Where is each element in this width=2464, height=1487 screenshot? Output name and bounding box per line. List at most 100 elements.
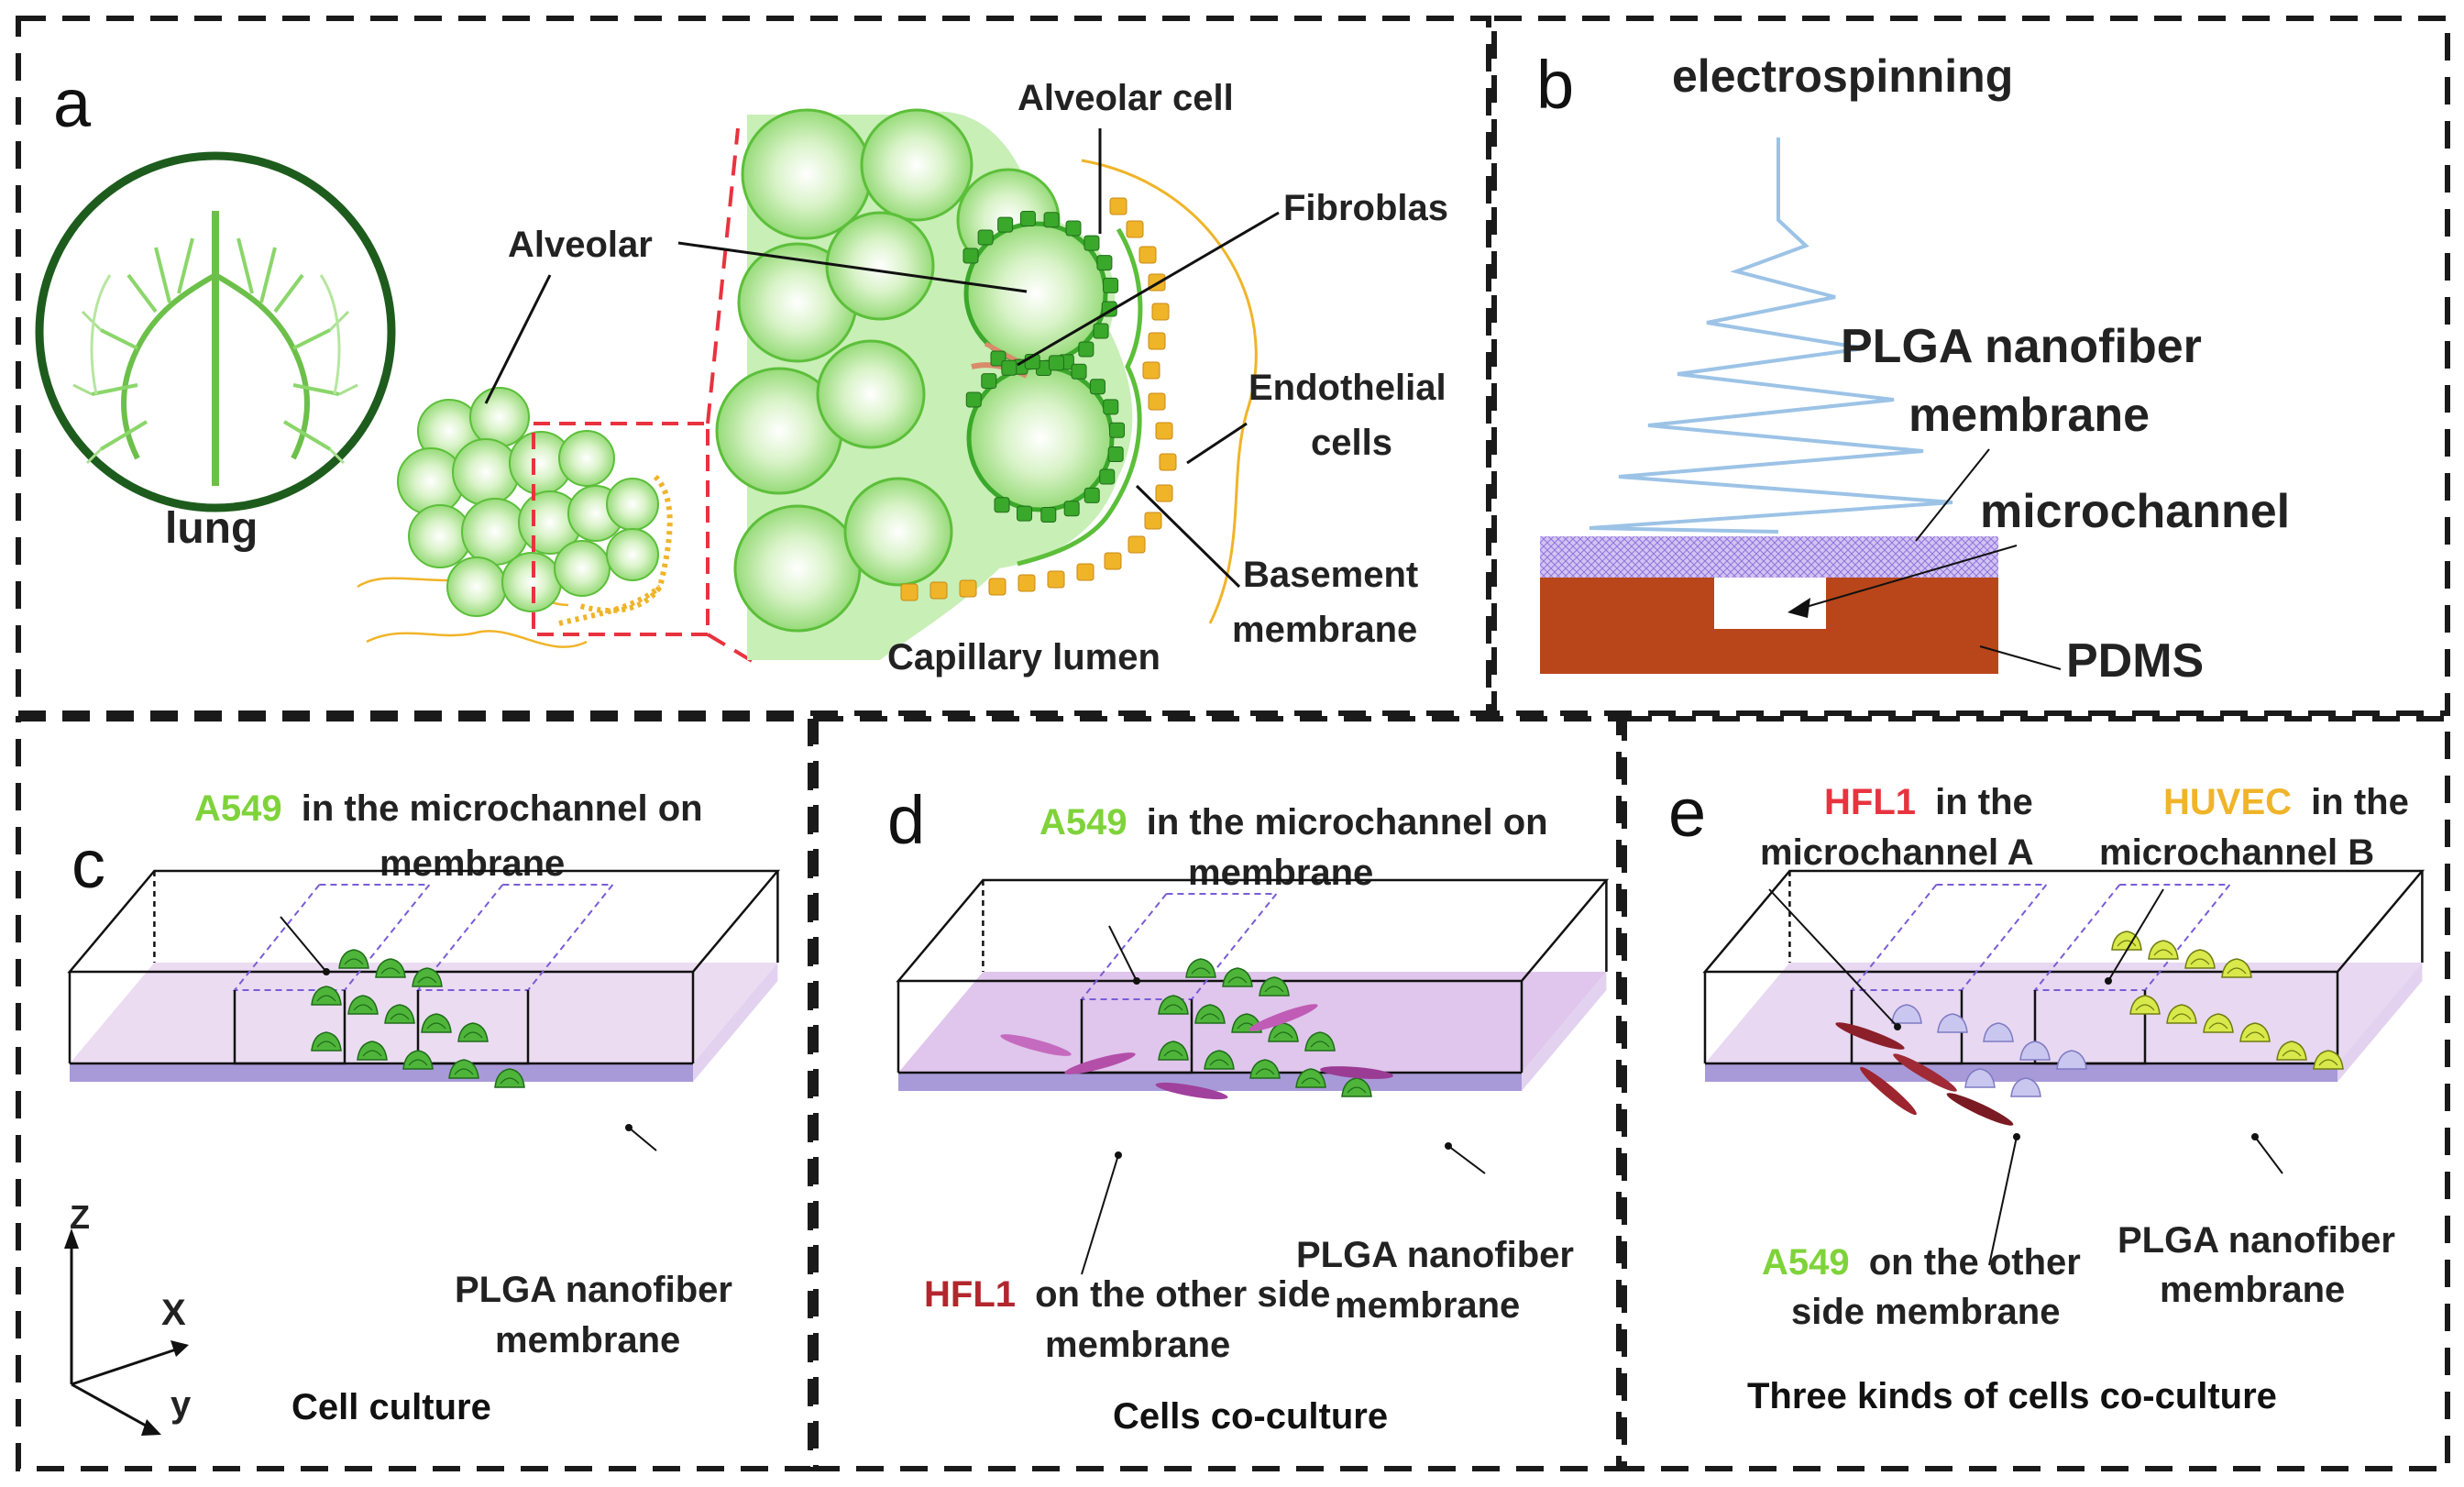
panel-e-letter: e xyxy=(1668,775,1706,851)
endothelial-cell-mark xyxy=(1155,484,1173,502)
device-c xyxy=(67,869,781,1151)
leader-line xyxy=(1447,1145,1486,1174)
lung-illustration xyxy=(35,151,396,512)
electrospinning-label: electrospinning xyxy=(1672,50,2013,102)
axis-x-label: X xyxy=(161,1293,186,1333)
alveolar-cell-mark xyxy=(1048,355,1064,371)
pdms-leader xyxy=(1979,645,2062,670)
hfl1-rest: in the xyxy=(1935,782,2033,822)
leader-line xyxy=(280,916,327,973)
leader-head xyxy=(2105,977,2112,985)
basement-label-2: membrane xyxy=(1232,610,1417,650)
microchannel-label: microchannel xyxy=(1980,485,2290,538)
membrane-top xyxy=(70,963,778,1063)
leader-head xyxy=(1445,1142,1452,1150)
leader-head xyxy=(1115,1151,1122,1159)
a549-rest: in the microchannel on xyxy=(302,788,703,829)
leader-head xyxy=(2251,1133,2259,1140)
leader-line xyxy=(1768,888,1898,1028)
zoom-line-top xyxy=(706,127,740,424)
panel-d-frame xyxy=(813,716,1622,1471)
panel-d-caption: Cells co-culture xyxy=(1113,1396,1388,1437)
panel-e-a549-line: A549 on the other xyxy=(1762,1242,2081,1283)
axis-z-label: Z xyxy=(70,1198,90,1236)
panel-e-huvec-line: HUVEC in the xyxy=(2163,782,2409,822)
alveolar-cell-mark xyxy=(1103,277,1119,293)
alveolar-cell-mark xyxy=(1019,210,1036,226)
endothelial-cell-mark xyxy=(900,583,918,601)
huvec-rest: in the xyxy=(2311,782,2409,822)
zoom-line-bottom xyxy=(706,633,755,664)
plga-label-2: membrane xyxy=(1908,389,2150,442)
device-outline xyxy=(896,878,1610,983)
a549-rest: in the microchannel on xyxy=(1147,802,1548,843)
endothelial-cell-row xyxy=(900,197,1177,601)
endothelial-cell-mark xyxy=(1109,197,1128,215)
fibroblast-mark xyxy=(1946,1093,2014,1126)
panel-c-plga-2: membrane xyxy=(495,1320,680,1360)
alveolar-cell-mark xyxy=(1084,235,1100,251)
leader-head xyxy=(625,1124,632,1131)
device-e xyxy=(1702,869,2426,1266)
fibroblast-mark xyxy=(1860,1066,1917,1116)
basement-line xyxy=(1081,159,1258,624)
leader-line xyxy=(1108,925,1138,982)
alveolar-cell-mark xyxy=(1109,422,1126,438)
endothelial-cell-mark xyxy=(1047,570,1065,589)
leader-head xyxy=(1894,1023,1901,1030)
panel-d-plga-1: PLGA nanofiber xyxy=(1296,1235,1574,1275)
panel-c-a549-line: A549 in the microchannel on xyxy=(194,788,703,829)
alveolar-cell-mark xyxy=(1107,446,1124,462)
alveolar-cell-mark xyxy=(1096,255,1113,271)
endothelial-cell-mark xyxy=(959,579,977,598)
leader-line xyxy=(2254,1136,2283,1174)
alveolar-label: Alveolar xyxy=(508,225,653,265)
panel-c-membrane-label: membrane xyxy=(380,843,565,884)
hfl1-label: HFL1 xyxy=(1824,782,1916,822)
endothelial-cell-mark xyxy=(1076,563,1094,581)
leader-head xyxy=(2013,1133,2020,1140)
panel-e-hfl1-2: microchannel A xyxy=(1760,832,2034,873)
membrane-side xyxy=(1522,972,1607,1091)
alveolar-cell-mark xyxy=(962,248,979,264)
membrane-side xyxy=(693,963,778,1082)
panel-c-frame xyxy=(16,716,813,1471)
endothelial-cell-mark xyxy=(988,578,1006,596)
panel-a-letter: a xyxy=(53,65,92,141)
alveolar-cell-mark xyxy=(1001,359,1018,376)
endothelial-cell-mark xyxy=(1155,422,1173,440)
alveolar-cell-mark xyxy=(1099,468,1116,485)
device-outline xyxy=(67,869,781,974)
endothelial-cell-mark xyxy=(1159,453,1177,471)
fibroblast-mark xyxy=(1248,1004,1318,1031)
alveolar-cell-mark xyxy=(965,391,982,408)
panel-b-frame xyxy=(1491,16,2450,716)
cell-mark xyxy=(338,949,369,969)
alveolar-cell-mark xyxy=(1071,363,1087,380)
alveolar-cell-mark xyxy=(1103,399,1119,415)
cell-mark xyxy=(2184,949,2216,969)
panel-e-hfl1-line: HFL1 in the xyxy=(1824,782,2033,822)
microchannel-leader xyxy=(1796,545,2018,611)
alveolar-cell-mark xyxy=(1017,505,1033,522)
endothelial-cell-mark xyxy=(1151,303,1170,321)
panel-a-frame xyxy=(16,16,1491,716)
endothelial-cell-mark xyxy=(1148,392,1166,411)
alveolar-cell-mark xyxy=(1084,487,1100,503)
panel-c-letter: c xyxy=(72,826,105,902)
alveolar-cell-mark xyxy=(981,373,997,390)
microchannel-wall xyxy=(233,990,346,1065)
alveolar-cluster xyxy=(357,387,673,648)
panel-b-letter: b xyxy=(1536,47,1574,123)
membrane-top xyxy=(1705,963,2423,1063)
hfl1-label: HFL1 xyxy=(924,1274,1016,1315)
panel-e-caption: Three kinds of cells co-culture xyxy=(1747,1376,2277,1416)
fibroblast-mark xyxy=(1000,1034,1072,1056)
cell-mark xyxy=(375,958,406,978)
a549-label: A549 xyxy=(194,788,282,829)
basement-leader xyxy=(1135,484,1241,589)
alveolar-leader-2 xyxy=(677,241,1028,293)
a549-label: A549 xyxy=(1040,802,1128,843)
panel-d-a549-line: A549 in the microchannel on xyxy=(1040,802,1548,843)
